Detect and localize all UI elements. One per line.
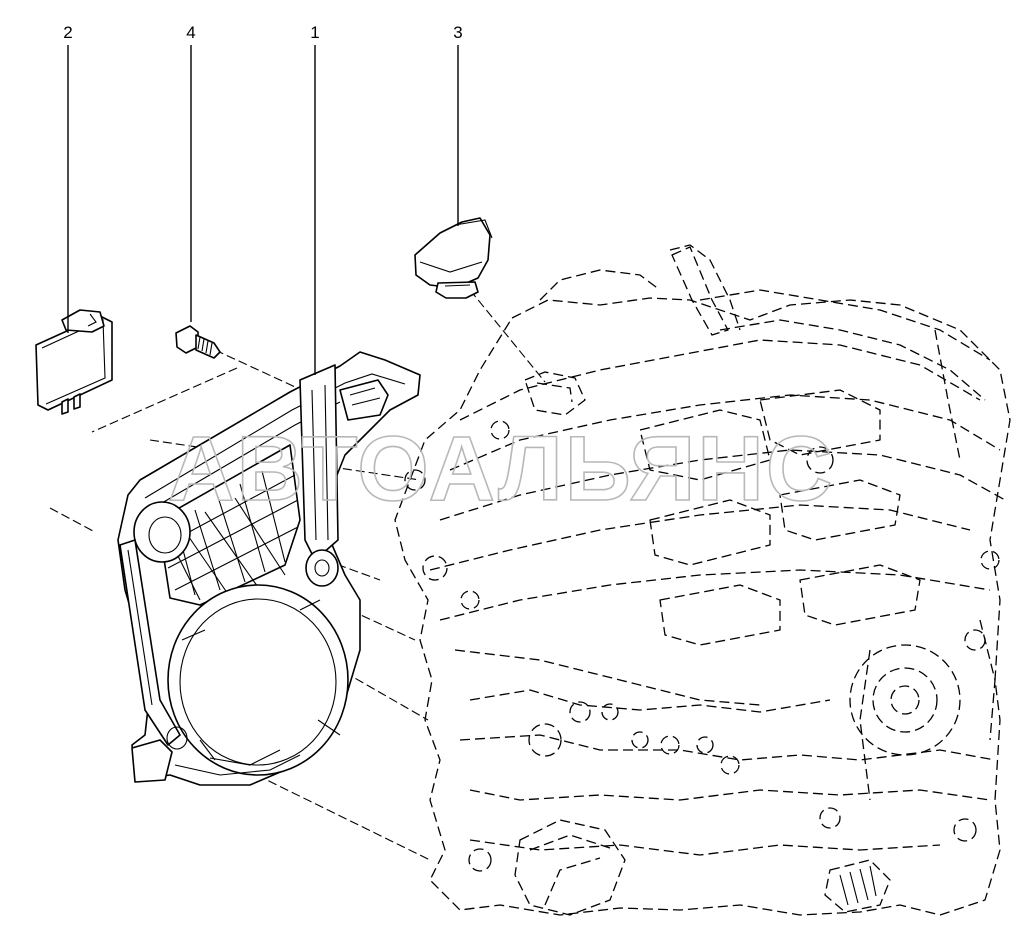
bolt-part-4 <box>175 325 221 359</box>
engine-assembly <box>394 244 1011 916</box>
callout-number-1: 1 <box>310 23 319 42</box>
timing-cover-part-1 <box>117 351 421 786</box>
cover-plate-part-2 <box>35 309 113 415</box>
callout-number-2: 2 <box>63 23 72 42</box>
cover-ribs <box>164 470 299 601</box>
watermark-text: АВТОАЛЬЯНС <box>168 418 834 520</box>
callout-number-4: 4 <box>186 23 195 42</box>
callout-number-3: 3 <box>453 23 462 42</box>
callout-leaders <box>67 45 459 375</box>
oil-filler-cap-part-3 <box>414 217 493 299</box>
